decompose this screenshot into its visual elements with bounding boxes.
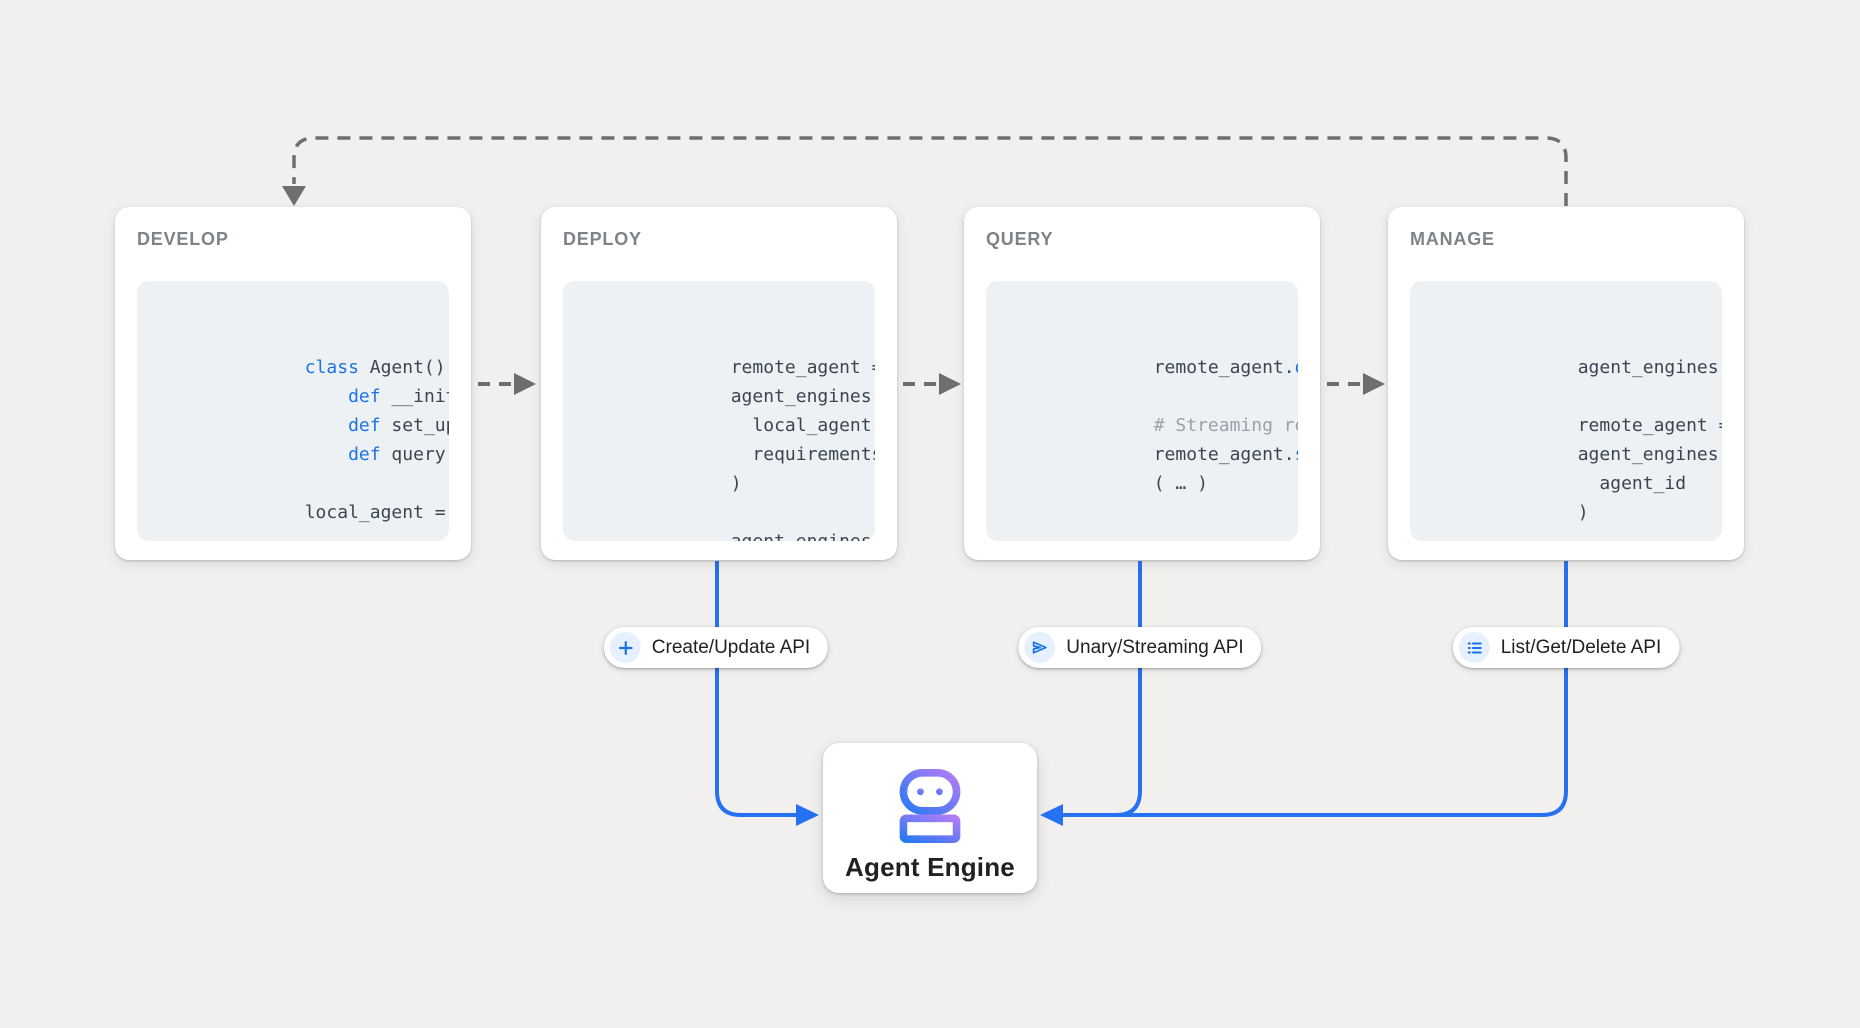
manage-to-develop-dashed-arrow [282,136,1568,206]
robot-icon [899,769,961,843]
develop-to-deploy-arrow [478,373,536,395]
engine-label: Agent Engine [845,852,1015,882]
plus-icon [609,632,641,663]
pill-label: Unary/Streaming API [1066,636,1244,658]
down-arrowhead-icon [282,186,306,206]
agent-engine-box: Agent Engine [823,743,1037,893]
unary-streaming-api-pill: Unary/Streaming API [1018,627,1262,668]
list-icon [1458,632,1490,663]
right-arrowhead-icon [939,373,961,395]
manage-to-engine-line [1110,561,1568,817]
send-icon [1024,632,1056,663]
deploy-to-engine-line [715,561,819,826]
left-arrowhead-icon [1040,804,1063,826]
list-get-delete-api-pill: List/Get/Delete API [1452,627,1680,668]
right-arrowhead-icon [514,373,536,395]
query-to-manage-arrow [1327,373,1385,395]
right-arrowhead-icon [1363,373,1385,395]
right-arrowhead-icon [796,804,819,826]
pill-label: List/Get/Delete API [1500,636,1662,658]
create-update-api-pill: Create/Update API [603,627,829,668]
pill-label: Create/Update API [651,636,811,658]
query-to-engine-line [1040,561,1142,826]
deploy-to-query-arrow [903,373,961,395]
